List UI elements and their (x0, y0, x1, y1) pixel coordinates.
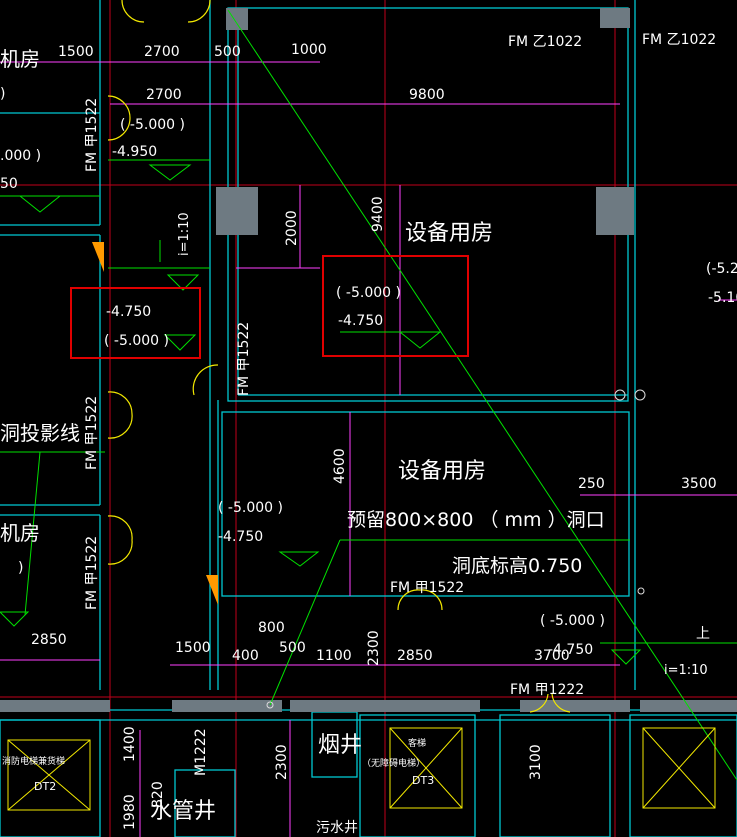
level-l5: -4.750 (106, 304, 151, 320)
door-label-fm-yi-2: FM 乙1022 (642, 32, 716, 48)
dim-2700a: 2700 (144, 44, 180, 60)
level-l16: ) (18, 560, 23, 576)
level-l7: ( -5.000 ) (336, 285, 401, 301)
door-label-fm-jia-e: FM 甲1522 (390, 580, 464, 596)
level-l1: ( -5.000 ) (120, 117, 185, 133)
dim-2300b: 2300 (274, 744, 290, 780)
note-bottom-level: 洞底标高0.750 (452, 555, 582, 577)
dim-3100: 3100 (528, 744, 544, 780)
dim-820: 820 (150, 781, 166, 808)
level-l3: .000 ) (0, 148, 41, 164)
shaft-water: 水管井 (150, 799, 216, 824)
level-l8: -4.750 (338, 313, 383, 329)
level-markers (0, 164, 642, 665)
columns (0, 8, 737, 712)
door-label-fm-jia-d: FM 甲1522 (84, 536, 100, 610)
elevator-symbols (7, 727, 716, 811)
dim-2300a: 2300 (366, 630, 382, 666)
level-l15: ) (0, 86, 5, 102)
dim-9800: 9800 (409, 87, 445, 103)
level-l13: (-5.2 (706, 261, 737, 277)
level-l4: 50 (0, 176, 18, 192)
dim-1500b: 1500 (175, 640, 211, 656)
dim-2850b: 2850 (397, 648, 433, 664)
note-slope-b: i=1:10 (664, 663, 708, 678)
shaft-dt2-label: 消防电梯兼货梯 (2, 755, 65, 767)
dim-2700b: 2700 (146, 87, 182, 103)
shaft-sewage: 污水井 (316, 820, 358, 836)
door-swings (107, 0, 571, 713)
dim-1980: 1980 (122, 794, 138, 830)
level-l9: ( -5.000 ) (218, 500, 283, 516)
level-l14: -5.10 (708, 290, 737, 306)
dim-1500a: 1500 (58, 44, 94, 60)
level-l6: ( -5.000 ) (104, 333, 169, 349)
level-l12: -4.750 (548, 642, 593, 658)
orange-markers (92, 242, 218, 605)
shaft-dt2: DT2 (34, 780, 56, 793)
room-label-equipment-a: 设备用房 (405, 221, 493, 246)
highlight-box-center (322, 255, 469, 357)
shaft-dt3: DT3 (412, 774, 434, 787)
dim-400: 400 (232, 648, 259, 664)
room-label-top-left: 机房 (0, 47, 40, 71)
dimension-labels: 1500 2700 500 1000 2700 9800 9400 2000 4… (31, 42, 717, 830)
dim-250: 250 (578, 476, 605, 492)
dim-1100: 1100 (316, 648, 352, 664)
projection-label: 洞投影线 (0, 421, 80, 445)
level-l11: ( -5.000 ) (540, 613, 605, 629)
dim-500a: 500 (214, 44, 241, 60)
highlight-boxes (70, 255, 469, 359)
shaft-dt3-label: 客梯 (408, 737, 426, 749)
dim-4600: 4600 (332, 448, 348, 484)
level-labels: ( -5.000 ) -4.950 .000 ) 50 -4.750 ( -5.… (0, 86, 737, 658)
door-label-fm-yi-1: FM 乙1022 (508, 34, 582, 50)
door-labels: FM 乙1022 FM 乙1022 FM 甲1522 FM 甲1522 FM 甲… (84, 32, 716, 776)
shaft-dt3-sub: （无障碍电梯） (362, 757, 425, 769)
door-label-fm-jia-c: FM 甲1522 (84, 396, 100, 470)
dim-1400: 1400 (122, 726, 138, 762)
door-label-fm-jia-b: FM 甲1522 (236, 322, 252, 396)
shaft-smoke: 烟井 (318, 733, 362, 758)
dim-1000: 1000 (291, 42, 327, 58)
door-label-fm-jia-f: FM 甲1222 (510, 682, 584, 698)
door-label-m1222: M1222 (193, 728, 209, 776)
room-label-left-mid: 机房 (0, 521, 40, 545)
notes: 预留800×800 （ mm ）洞口 洞底标高0.750 i=1:10 i=1:… (177, 212, 710, 678)
note-reserve-hole: 预留800×800 （ mm ）洞口 (347, 509, 605, 531)
note-up: 上 (696, 626, 710, 642)
dim-3500: 3500 (681, 476, 717, 492)
door-label-fm-jia-a: FM 甲1522 (84, 98, 100, 172)
level-l10: -4.750 (218, 529, 263, 545)
dimension-lines (0, 61, 737, 837)
note-slope-a: i=1:10 (177, 212, 192, 256)
room-label-equipment-b: 设备用房 (398, 459, 486, 484)
fixture-circles (266, 389, 646, 709)
dim-2850a: 2850 (31, 632, 67, 648)
dim-500b: 500 (279, 640, 306, 656)
room-labels: 机房 机房 设备用房 设备用房 洞投影线 (0, 47, 493, 545)
dim-9400: 9400 (370, 196, 386, 232)
green-lines (0, 9, 737, 781)
shaft-labels: 烟井 水管井 污水井 DT2 DT3 消防电梯兼货梯 客梯 （无障碍电梯） (2, 733, 434, 836)
highlight-box-left (70, 287, 201, 359)
dim-3700: 3700 (534, 648, 570, 664)
dim-2000: 2000 (284, 210, 300, 246)
level-l2: -4.950 (112, 144, 157, 160)
dim-800: 800 (258, 620, 285, 636)
